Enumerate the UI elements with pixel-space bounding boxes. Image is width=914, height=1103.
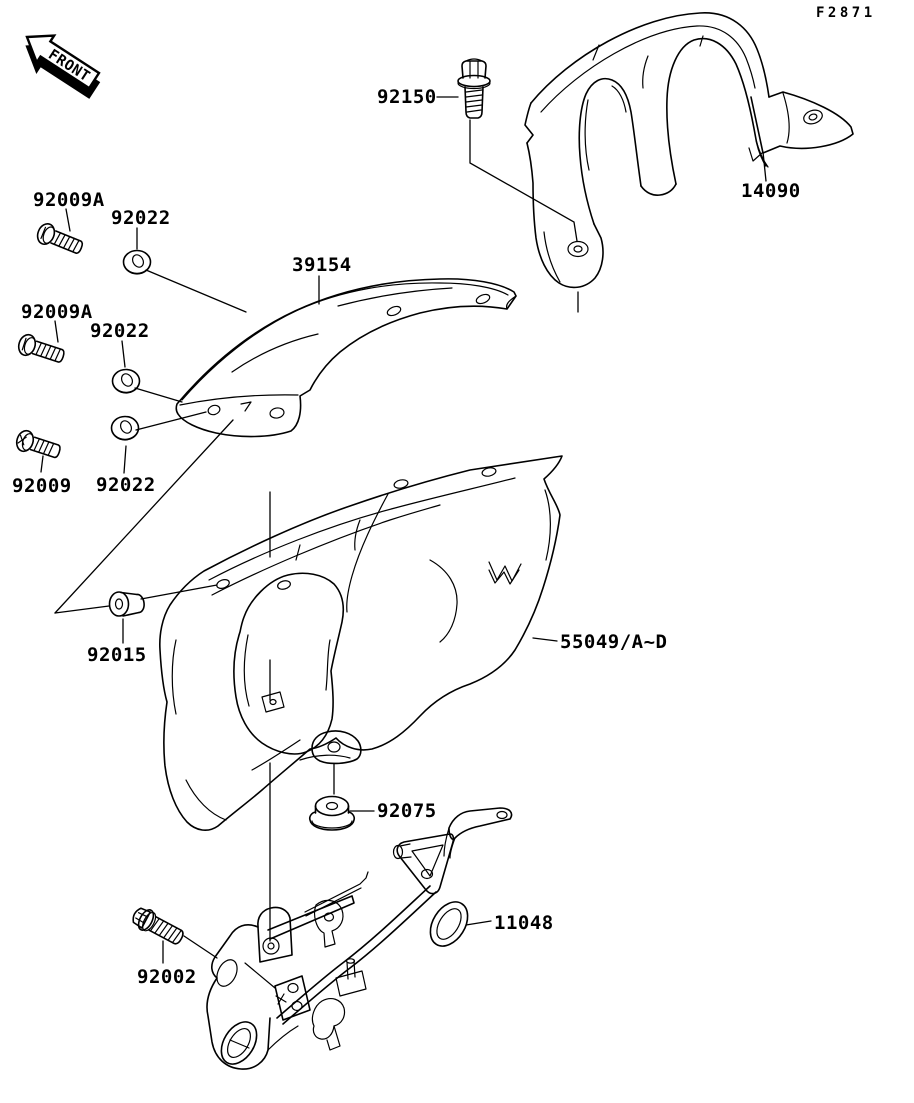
left-plate (206, 924, 271, 1070)
cowling-hole (481, 467, 497, 477)
callout-92009A-top: 92009A (33, 189, 105, 211)
callout-14090: 14090 (741, 180, 801, 202)
front-arrow: FRONT (25, 34, 101, 99)
cowling-hole (216, 579, 230, 589)
pin-stub (335, 970, 367, 997)
two-hole-plate (274, 975, 311, 1021)
callout-92150: 92150 (377, 86, 437, 108)
callout-11048: 11048 (494, 912, 554, 934)
part-39154-drawing (175, 278, 517, 438)
callout-55049: 55049/A~D (560, 631, 667, 653)
callout-92022-mid: 92022 (90, 320, 150, 342)
part-55049-drawing (159, 455, 563, 831)
grommet-92075-drawing (308, 795, 356, 831)
windshield-hole (386, 305, 402, 317)
part-14090-drawing (524, 12, 854, 289)
cowling-bottom-tab (311, 730, 362, 765)
collar-92015-drawing (108, 591, 145, 617)
callout-92009A-mid: 92009A (21, 301, 93, 323)
fastener-92009A-mid-drawing (17, 333, 65, 363)
fastener-92009-drawing (15, 429, 61, 459)
triangle-ring (396, 833, 455, 895)
leader-lines (40, 96, 767, 964)
cowling-hole (393, 479, 409, 489)
washer-92022-top-drawing (122, 249, 152, 275)
headlight-opening (233, 572, 345, 755)
windshield-hole (475, 293, 491, 305)
cover-wing-hole (803, 109, 823, 125)
windshield-hole (207, 404, 221, 416)
callout-92015: 92015 (87, 644, 147, 666)
callout-labels: 92150 14090 92009A 92022 39154 92009A 92… (12, 86, 801, 988)
washer-92022-low-drawing (110, 415, 140, 441)
washer-92022-mid-drawing (111, 368, 141, 394)
emblem (488, 569, 520, 585)
front-arrow-face (25, 34, 101, 90)
callout-92022-low: 92022 (96, 474, 156, 496)
clamp-upper (313, 899, 344, 948)
mount-tab (257, 906, 293, 963)
fastener-92150-drawing (457, 58, 491, 119)
clamp-lower (311, 998, 346, 1040)
figure-code: F2871 (816, 5, 876, 21)
windshield-hole (269, 407, 285, 419)
callout-92009: 92009 (12, 475, 72, 497)
part-11048-drawing (206, 807, 513, 1070)
callout-92022-top: 92022 (111, 207, 171, 229)
fastener-92002-drawing (132, 907, 184, 945)
fastener-92009A-top-drawing (36, 223, 84, 255)
callout-92075: 92075 (377, 800, 437, 822)
oval-ring (429, 901, 469, 947)
emblem (488, 561, 522, 582)
cowling-hole (277, 580, 291, 590)
callout-92002: 92002 (137, 966, 197, 988)
cover-foot-hole (567, 240, 589, 258)
callout-39154: 39154 (292, 254, 352, 276)
